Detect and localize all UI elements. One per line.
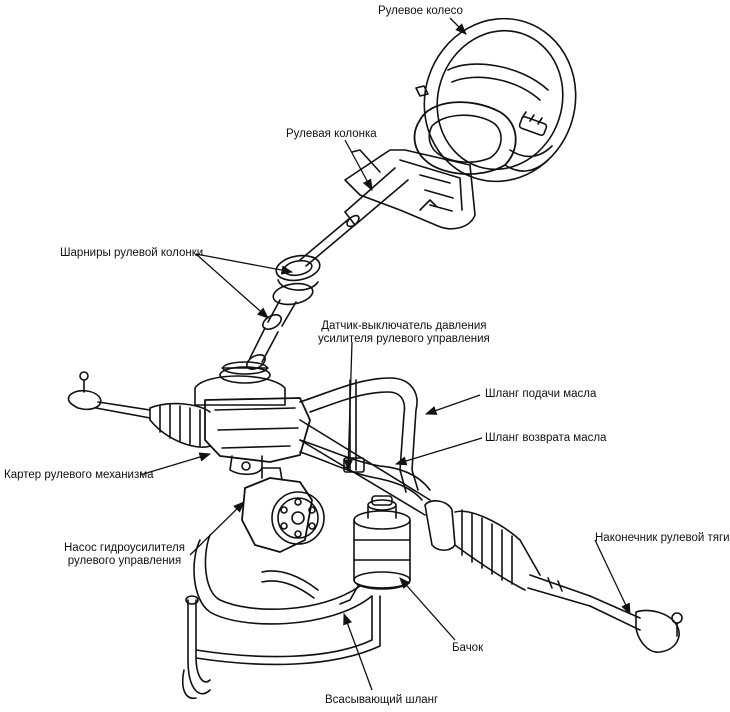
reservoir-drawing	[339, 495, 411, 605]
label-pump-line2: рулевого управления	[67, 555, 182, 567]
hoses-drawing	[181, 377, 431, 699]
label-oil-return-hose: Шланг возврата масла	[485, 432, 607, 444]
leader-lines	[139, 17, 631, 691]
right-tie-rod-drawing	[424, 500, 683, 653]
label-gear-housing: Картер рулевого механизма	[4, 469, 154, 481]
label-steering-column: Рулевая колонка	[286, 128, 377, 140]
label-pressure-switch: Датчик-выключатель давления усилителя ру…	[318, 320, 490, 346]
pump-drawing	[241, 467, 325, 553]
steering-column-drawing	[299, 149, 476, 267]
label-pressure-switch-line1: Датчик-выключатель давления	[321, 320, 487, 332]
label-suction-hose: Всасывающий шланг	[325, 694, 439, 706]
steering-wheel-drawing	[413, 17, 577, 183]
label-column-joints: Шарниры рулевой колонки	[60, 247, 204, 259]
label-pressure-switch-line2: усилителя рулевого управления	[318, 333, 490, 345]
label-oil-feed-hose: Шланг подачи масла	[485, 388, 597, 400]
label-reservoir: Бачок	[452, 642, 484, 654]
label-pump: Насос гидроусилителя рулевого управления	[64, 542, 185, 568]
column-joints-drawing	[246, 254, 321, 371]
label-tie-rod-end: Наконечник рулевой тяги	[595, 532, 730, 544]
steering-gear-drawing	[67, 361, 431, 516]
label-pump-line1: Насос гидроусилителя	[64, 542, 185, 554]
label-steering-wheel: Рулевое колесо	[378, 5, 463, 17]
